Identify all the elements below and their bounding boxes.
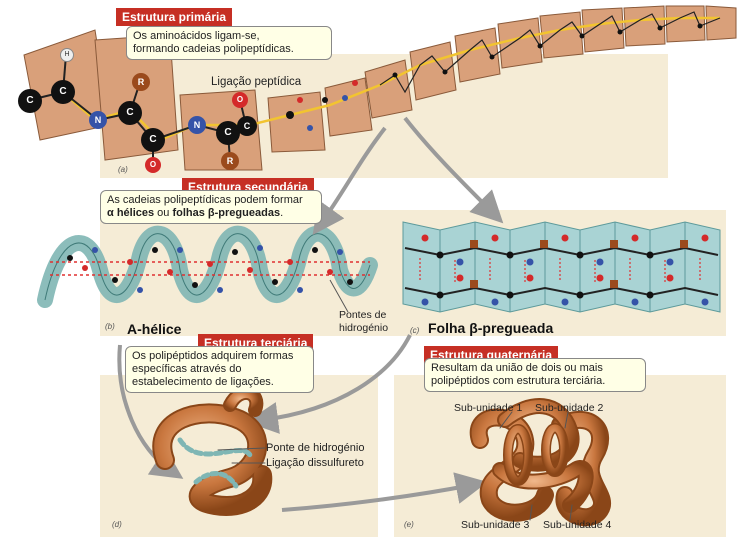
tertiary-desc-line3: estabelecimento de ligações. bbox=[132, 376, 274, 388]
quaternary-description: Resultam da união de dois ou mais polipé… bbox=[424, 358, 646, 392]
hbond-tertiary-label: Ponte de hidrogénio bbox=[266, 442, 365, 454]
arrow-to-quaternary bbox=[281, 472, 488, 512]
nitrogen-atom: N bbox=[89, 111, 107, 129]
carbon-atom: C bbox=[18, 89, 42, 113]
quaternary-desc-line2: polipéptidos com estrutura terciária. bbox=[431, 375, 606, 387]
oxygen-atom: O bbox=[232, 92, 248, 108]
peptide-bond-label: Ligação peptídica bbox=[211, 76, 302, 88]
carbon-atom: C bbox=[118, 101, 142, 125]
subunit-3-label: Sub-unidade 3 bbox=[461, 519, 530, 531]
hydrogen-atom: H bbox=[60, 48, 74, 62]
arrow-to-helix bbox=[312, 126, 387, 235]
primary-desc-line2: formando cadeias polipeptídicas. bbox=[133, 43, 294, 55]
secondary-desc-line1: As cadeias polipeptídicas podem formar bbox=[107, 194, 303, 206]
carbon-atom: C bbox=[216, 121, 240, 145]
tertiary-desc-line2: específicas através do bbox=[132, 363, 242, 375]
primary-desc-line1: Os aminoácidos ligam-se, bbox=[133, 30, 260, 42]
beta-sheet bbox=[402, 221, 721, 313]
panel-letter-d: (d) bbox=[112, 520, 122, 529]
subunit-1-label: Sub-unidade 1 bbox=[454, 402, 523, 414]
tertiary-description: Os polipéptidos adquirem formas específi… bbox=[125, 346, 314, 393]
sheet-title: Folha β-pregueada bbox=[428, 320, 554, 336]
quaternary-desc-line1: Resultam da união de dois ou mais bbox=[431, 362, 603, 374]
r-group: R bbox=[221, 152, 239, 170]
secondary-description: As cadeias polipeptídicas podem formar α… bbox=[100, 190, 322, 224]
helix-title: A-hélice bbox=[127, 321, 182, 337]
hbond-label-line1: Pontes de bbox=[339, 309, 387, 321]
tertiary-protein bbox=[152, 385, 273, 516]
alpha-helix-term: α hélices bbox=[107, 207, 155, 219]
alpha-helix bbox=[37, 225, 378, 308]
subunit-2-label: Sub-unidade 2 bbox=[535, 402, 604, 414]
hbond-pointer bbox=[329, 279, 349, 313]
r-group: R bbox=[132, 73, 150, 91]
or-text: ou bbox=[154, 207, 173, 219]
carbon-atom: C bbox=[237, 116, 257, 136]
secondary-desc-line2: α hélices ou folhas β-pregueadas. bbox=[107, 207, 315, 220]
primary-description: Os aminoácidos ligam-se, formando cadeia… bbox=[126, 26, 332, 60]
hbond-label-line2: hidrogénio bbox=[339, 322, 389, 334]
nitrogen-atom: N bbox=[188, 116, 206, 134]
panel-letter-a: (a) bbox=[118, 165, 128, 174]
oxygen-atom: O bbox=[145, 157, 161, 173]
arrow-to-sheet bbox=[403, 116, 504, 224]
arrow-sheet-to-tertiary bbox=[246, 334, 412, 434]
tertiary-desc-line1: Os polipéptidos adquirem formas bbox=[132, 350, 294, 362]
panel-letter-b: (b) bbox=[105, 322, 115, 331]
disulfide-bond-label: Ligação dissulfureto bbox=[266, 457, 364, 469]
carbon-atom: C bbox=[141, 128, 165, 152]
beta-sheet-term: folhas β-pregueadas bbox=[172, 207, 281, 219]
subunit-4-label: Sub-unidade 4 bbox=[543, 519, 612, 531]
period-text: . bbox=[280, 207, 284, 219]
panel-letter-e: (e) bbox=[404, 520, 414, 529]
primary-structure-tag: Estrutura primária bbox=[116, 8, 233, 26]
panel-letter-c: (c) bbox=[410, 326, 420, 335]
quaternary-protein bbox=[469, 398, 611, 527]
carbon-atom: C bbox=[51, 80, 75, 104]
